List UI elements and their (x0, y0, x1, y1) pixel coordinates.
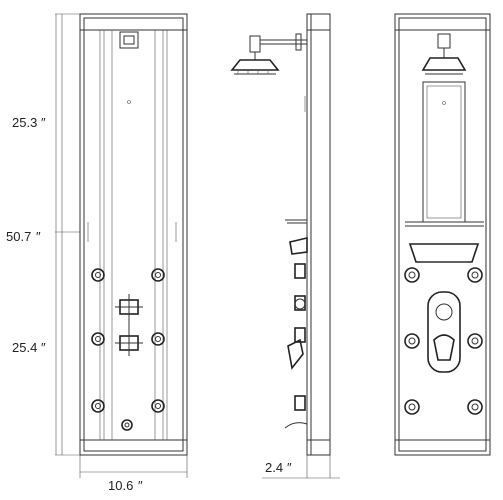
jet-icon (467, 267, 483, 283)
width-dimension-lines (79, 455, 188, 478)
jet-icon (404, 267, 420, 283)
lower-height-unit: ″ (41, 340, 46, 355)
full-view-body-jets (404, 267, 483, 415)
height-dimension-lines (55, 13, 80, 456)
jet-icon (151, 268, 165, 282)
jet-icon (151, 332, 165, 346)
jet-icon (467, 399, 483, 415)
jet-icon (404, 399, 420, 415)
width-unit: ″ (138, 478, 143, 493)
front-bottom-outlet (121, 419, 133, 431)
front-valve-assembly (115, 294, 143, 356)
front-view-panel (79, 13, 188, 456)
depth-unit: ″ (287, 460, 292, 475)
jet-icon (91, 268, 105, 282)
jet-icon (91, 332, 105, 346)
total-height-unit: ″ (36, 229, 41, 244)
depth-value: 2.4 (265, 460, 283, 475)
upper-height-unit: ″ (41, 115, 46, 130)
jet-icon (91, 399, 105, 413)
jet-icon (404, 333, 420, 349)
total-height-value: 50.7 (6, 229, 31, 244)
upper-height-value: 25.3 (12, 115, 37, 130)
depth-dimension-lines (262, 455, 340, 479)
side-view-panel (230, 13, 331, 456)
jet-icon (151, 399, 165, 413)
lower-height-value: 25.4 (12, 340, 37, 355)
front-full-view-panel (394, 13, 491, 456)
jet-icon (467, 333, 483, 349)
front-body-jets (91, 268, 165, 413)
width-value: 10.6 (108, 478, 133, 493)
